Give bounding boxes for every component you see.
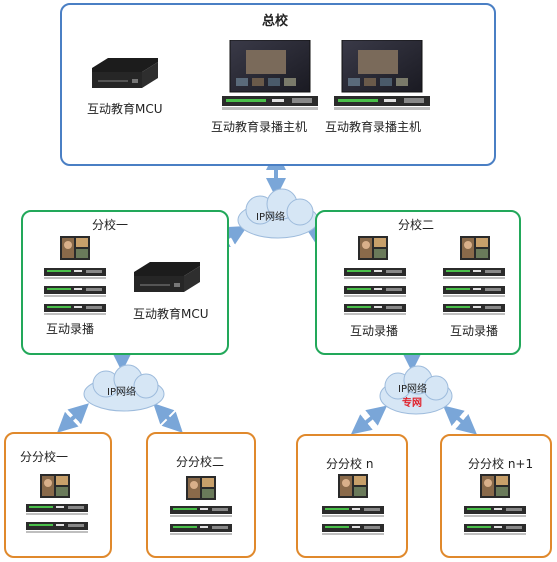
sub-branch-2-camera	[186, 476, 216, 500]
branch2-recorder-2a	[443, 268, 505, 279]
sub-branch-1-recorder-1	[26, 504, 88, 515]
sub-branch-n-camera	[338, 474, 368, 498]
hq-title: 总校	[262, 14, 289, 29]
hq-host1-label: 互动教育录播主机	[211, 120, 308, 134]
ip-network-cloud-left	[83, 364, 165, 412]
sub-branch-1-camera	[40, 474, 70, 498]
branch2-recorder-2b	[443, 286, 505, 297]
branch2-rec2-label: 互动录播	[450, 324, 499, 338]
sub-branch-1-recorder-2	[26, 522, 88, 533]
ip-network-cloud-top	[237, 188, 319, 239]
ip-network-label-right: IP网络	[398, 384, 427, 395]
link-cloud-sub2	[153, 403, 183, 433]
hq-host2-label: 互动教育录播主机	[325, 120, 422, 134]
branch2-container	[315, 210, 521, 355]
private-network-label: 专网	[402, 398, 422, 409]
branch2-camera-2	[460, 236, 490, 260]
sub-branch-n-title: 分分校 n	[326, 457, 374, 471]
branch2-camera-1	[358, 236, 388, 260]
branch2-recorder-1a	[344, 268, 406, 279]
sub-branch-n1-camera	[480, 474, 510, 498]
ip-private-network-cloud-right	[379, 365, 453, 415]
sub-branch-2-recorder-2	[170, 524, 232, 535]
branch2-rec1-label: 互动录播	[350, 324, 399, 338]
hq-host2-device	[334, 40, 430, 110]
hq-container	[60, 3, 496, 166]
ip-network-label-top: IP网络	[256, 212, 285, 223]
branch2-recorder-1c	[344, 304, 406, 315]
branch1-mcu-device	[134, 262, 200, 292]
hq-mcu-label: 互动教育MCU	[87, 102, 163, 116]
sub-branch-n1-recorder-1	[464, 506, 526, 517]
branch1-recorder-3	[44, 304, 106, 315]
sub-branch-n-recorder-2	[322, 524, 384, 535]
branch2-recorder-1b	[344, 286, 406, 297]
hq-host1-device	[222, 40, 318, 110]
branch1-recorder-1	[44, 268, 106, 279]
link-cloud-subn1	[442, 405, 478, 435]
sub-branch-n1-recorder-2	[464, 524, 526, 535]
sub-branch-n1-title: 分分校 n+1	[468, 457, 534, 471]
branch1-rec-label: 互动录播	[46, 322, 95, 336]
sub-branch-n-recorder-1	[322, 506, 384, 517]
sub-branch-1-title: 分分校一	[20, 450, 69, 464]
sub-branch-2-title: 分分校二	[176, 455, 225, 469]
branch1-title: 分校一	[92, 218, 129, 232]
link-cloud-subn	[350, 405, 388, 435]
link-cloud-sub1	[57, 403, 89, 433]
sub-branch-2-recorder-1	[170, 506, 232, 517]
ip-network-label-left: IP网络	[107, 387, 136, 398]
hq-mcu-device	[92, 58, 158, 88]
branch2-title: 分校二	[398, 218, 435, 232]
branch2-recorder-2c	[443, 304, 505, 315]
branch1-recorder-2	[44, 286, 106, 297]
branch1-camera	[60, 236, 90, 260]
branch1-mcu-label: 互动教育MCU	[133, 307, 209, 321]
